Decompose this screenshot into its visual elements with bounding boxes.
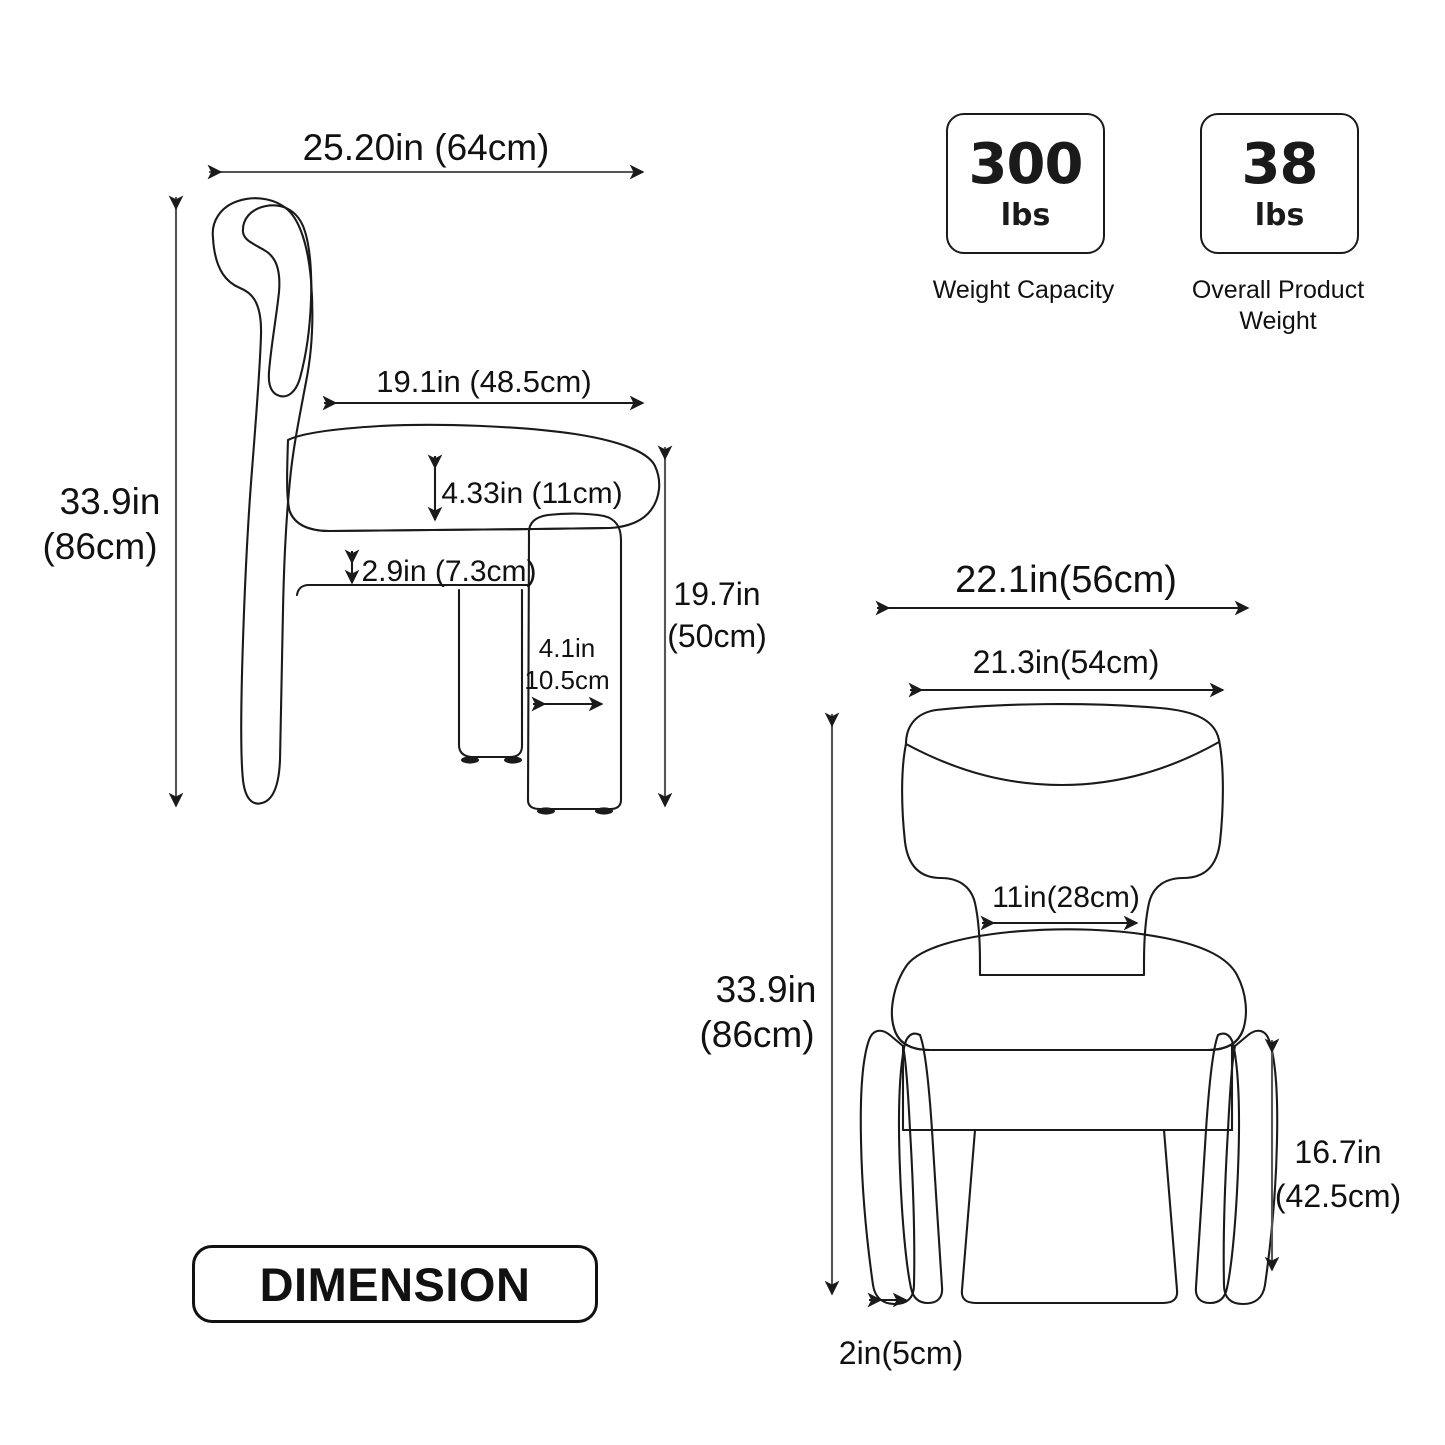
badge-overall-product-weight: 38 lbs: [1200, 113, 1359, 254]
badge-overall-product-weight-caption: Overall Product Weight: [1191, 276, 1365, 336]
badge-weight-capacity-value: 300: [968, 131, 1084, 197]
label-overall-width: 22.1in(56cm): [955, 559, 1177, 601]
label-seat-height-front-line2: (42.5cm): [1275, 1178, 1401, 1214]
badge-weight-capacity-caption: Weight Capacity: [932, 276, 1115, 304]
front-view-dimension-arrows: [867, 600, 1250, 1308]
label-overall-height-line2: (86cm): [42, 526, 157, 567]
side-view-dimension-arrows: [168, 164, 645, 808]
label-seat-depth: 19.1in (48.5cm): [376, 364, 591, 399]
label-seat-height-side-line1: 19.7in: [673, 576, 760, 612]
label-overall-depth: 25.20in (64cm): [303, 127, 550, 168]
badge-overall-product-weight-value: 38: [1241, 131, 1319, 197]
label-overall-height-line1: 33.9in: [60, 481, 161, 522]
label-back-support-width: 11in(28cm): [992, 881, 1140, 914]
label-seat-thickness: 2.9in (7.3cm): [361, 555, 536, 588]
label-overall-height-front-line2: (86cm): [699, 1014, 814, 1055]
label-leg-width-line2: 10.5cm: [524, 665, 609, 695]
dimension-title-text: DIMENSION: [259, 1257, 531, 1311]
side-view-dimension-arrows-2: [322, 395, 645, 712]
label-overall-height-front-line1: 33.9in: [716, 969, 817, 1010]
label-leg-width-front: 2in(5cm): [839, 1335, 963, 1371]
badge-weight-capacity: 300 lbs: [946, 113, 1105, 254]
label-seat-height-front-line1: 16.7in: [1294, 1134, 1381, 1170]
badge-weight-capacity-unit: lbs: [1000, 197, 1051, 233]
dimension-title-badge: DIMENSION: [192, 1245, 598, 1323]
chair-front-view-drawing: [859, 703, 1279, 1306]
label-back-cushion-height: 4.33in (11cm): [441, 477, 622, 510]
badge-overall-product-weight-unit: lbs: [1254, 197, 1305, 233]
label-leg-width-line1: 4.1in: [539, 633, 595, 663]
label-backrest-width: 21.3in(54cm): [973, 644, 1160, 680]
chair-side-view-drawing: [211, 197, 661, 815]
label-seat-height-side-line2: (50cm): [667, 618, 767, 654]
